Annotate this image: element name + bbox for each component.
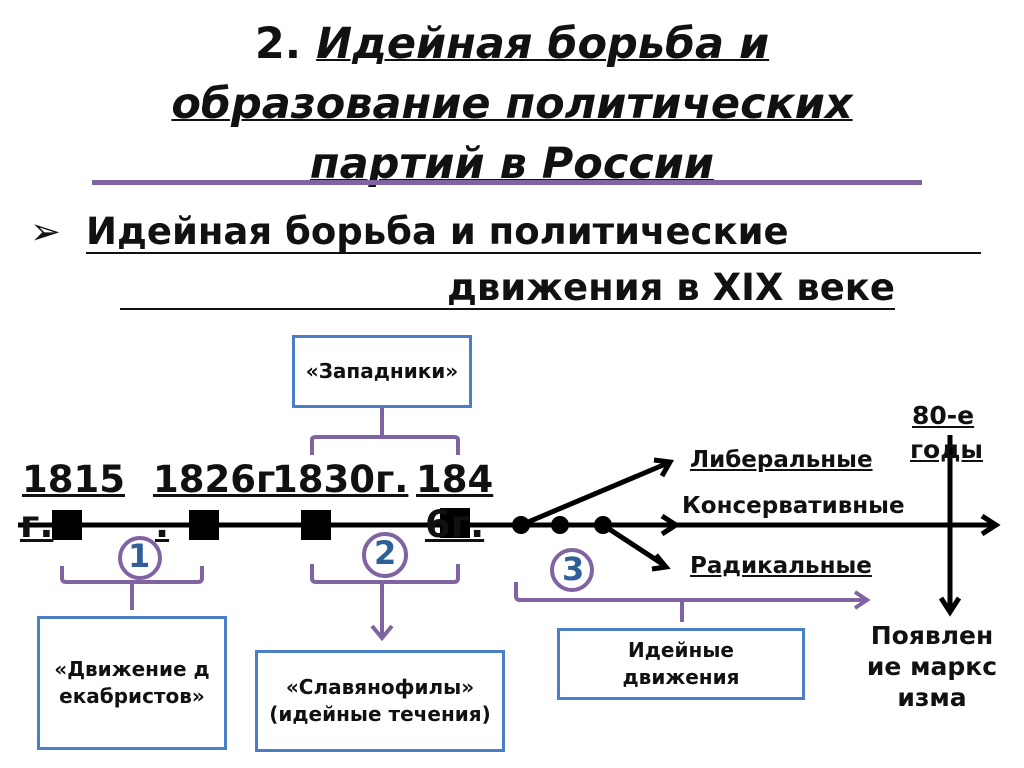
number-2: 2 (374, 534, 397, 572)
year-1815: 1815 (22, 458, 125, 501)
eighties-label-2: годы (910, 435, 984, 464)
marker-1826 (189, 510, 219, 540)
marker-1846 (440, 508, 470, 538)
year-1826: 1826г (153, 458, 276, 501)
decembrists-box: «Движение декабристов» (37, 616, 227, 750)
marker-1830 (301, 510, 331, 540)
conservative-arrowhead (660, 513, 681, 537)
subtitle-line-1: Идейная борьба и политические (86, 204, 981, 254)
circle-2 (362, 532, 408, 578)
dot-3 (594, 516, 612, 534)
year-1846-suffix: 6г. (425, 503, 485, 546)
eighties-arrowhead (938, 596, 962, 617)
year-1815-suffix: г. (20, 503, 54, 546)
liberal-arrowhead (653, 457, 675, 478)
radical-label: Радикальные (690, 553, 872, 579)
number-3: 3 (562, 550, 585, 588)
title-divider (92, 180, 922, 185)
liberal-label: Либеральные (690, 447, 873, 473)
year-1826-suffix: . (155, 503, 170, 546)
ideological-movements-box: Идейные движения (557, 628, 805, 700)
circle-1 (118, 536, 162, 580)
radical-arrow (601, 522, 666, 568)
year-1846: 184 (416, 458, 494, 501)
circle-3 (550, 548, 594, 592)
westerners-box: «Западники» (292, 335, 472, 408)
subtitle-line-2: движения в XIX веке (120, 260, 895, 310)
bracket-westerners (310, 435, 460, 455)
year-1830: 1830г. (272, 458, 409, 501)
radical-arrowhead (651, 553, 671, 572)
title-line-1: Идейная борьба и (316, 19, 770, 69)
conservative-label: Консервативные (682, 493, 905, 519)
timeline-arrowhead (980, 513, 1001, 537)
number-1: 1 (128, 537, 151, 575)
bracket-2 (310, 564, 460, 642)
marxism-label: Появление марксизма (866, 621, 998, 712)
slavophiles-box: «Славянофилы» (идейные течения) (255, 650, 505, 752)
title-number: 2. (254, 19, 302, 69)
marker-1815 (52, 510, 82, 540)
dot-1 (512, 516, 530, 534)
bracket-1 (60, 566, 204, 610)
dot-2 (551, 516, 569, 534)
liberal-arrow (520, 460, 669, 528)
title-line-2: образование политических (171, 79, 853, 129)
bracket-3 (514, 582, 871, 622)
eighties-label: 80-е (912, 401, 975, 430)
bullet-icon: ➢ (30, 210, 62, 253)
